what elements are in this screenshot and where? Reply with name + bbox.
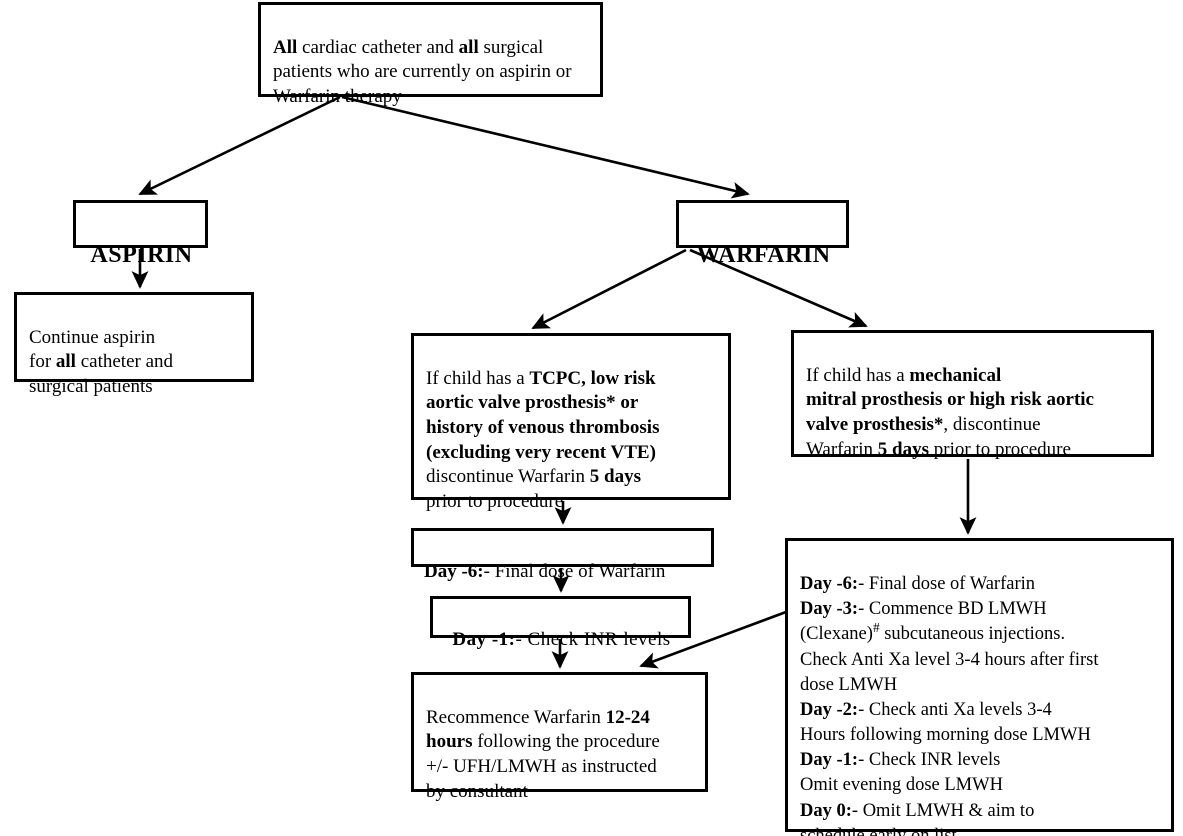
node-aspirin: ASPIRIN xyxy=(73,200,208,268)
node-aspirin-label: ASPIRIN xyxy=(90,242,193,269)
node-day-minus-6: Day -6:- Final dose of Warfarin Day -6:-… xyxy=(411,528,714,582)
node-all-patients-text: All cardiac catheter and all surgical pa… xyxy=(273,36,572,108)
node-warfarin-label: WARFARIN xyxy=(696,242,831,269)
edge-top-to-warfarin xyxy=(341,95,750,199)
node-day-minus-1: Day -1:- Check INR levels Day -1:- Check… xyxy=(430,596,691,650)
edge-top-to-aspirin xyxy=(138,95,341,196)
node-day-minus-1-text: Day -1:- Check INR levels xyxy=(452,628,671,650)
node-all-patients: All cardiac catheter and all surgical pa… xyxy=(258,2,603,107)
node-day-minus-6-text: Day -6:- Final dose of Warfarin xyxy=(424,560,666,582)
node-warfarin: WARFARIN xyxy=(676,200,849,268)
edge-warfarin-to-low-risk xyxy=(531,248,687,330)
